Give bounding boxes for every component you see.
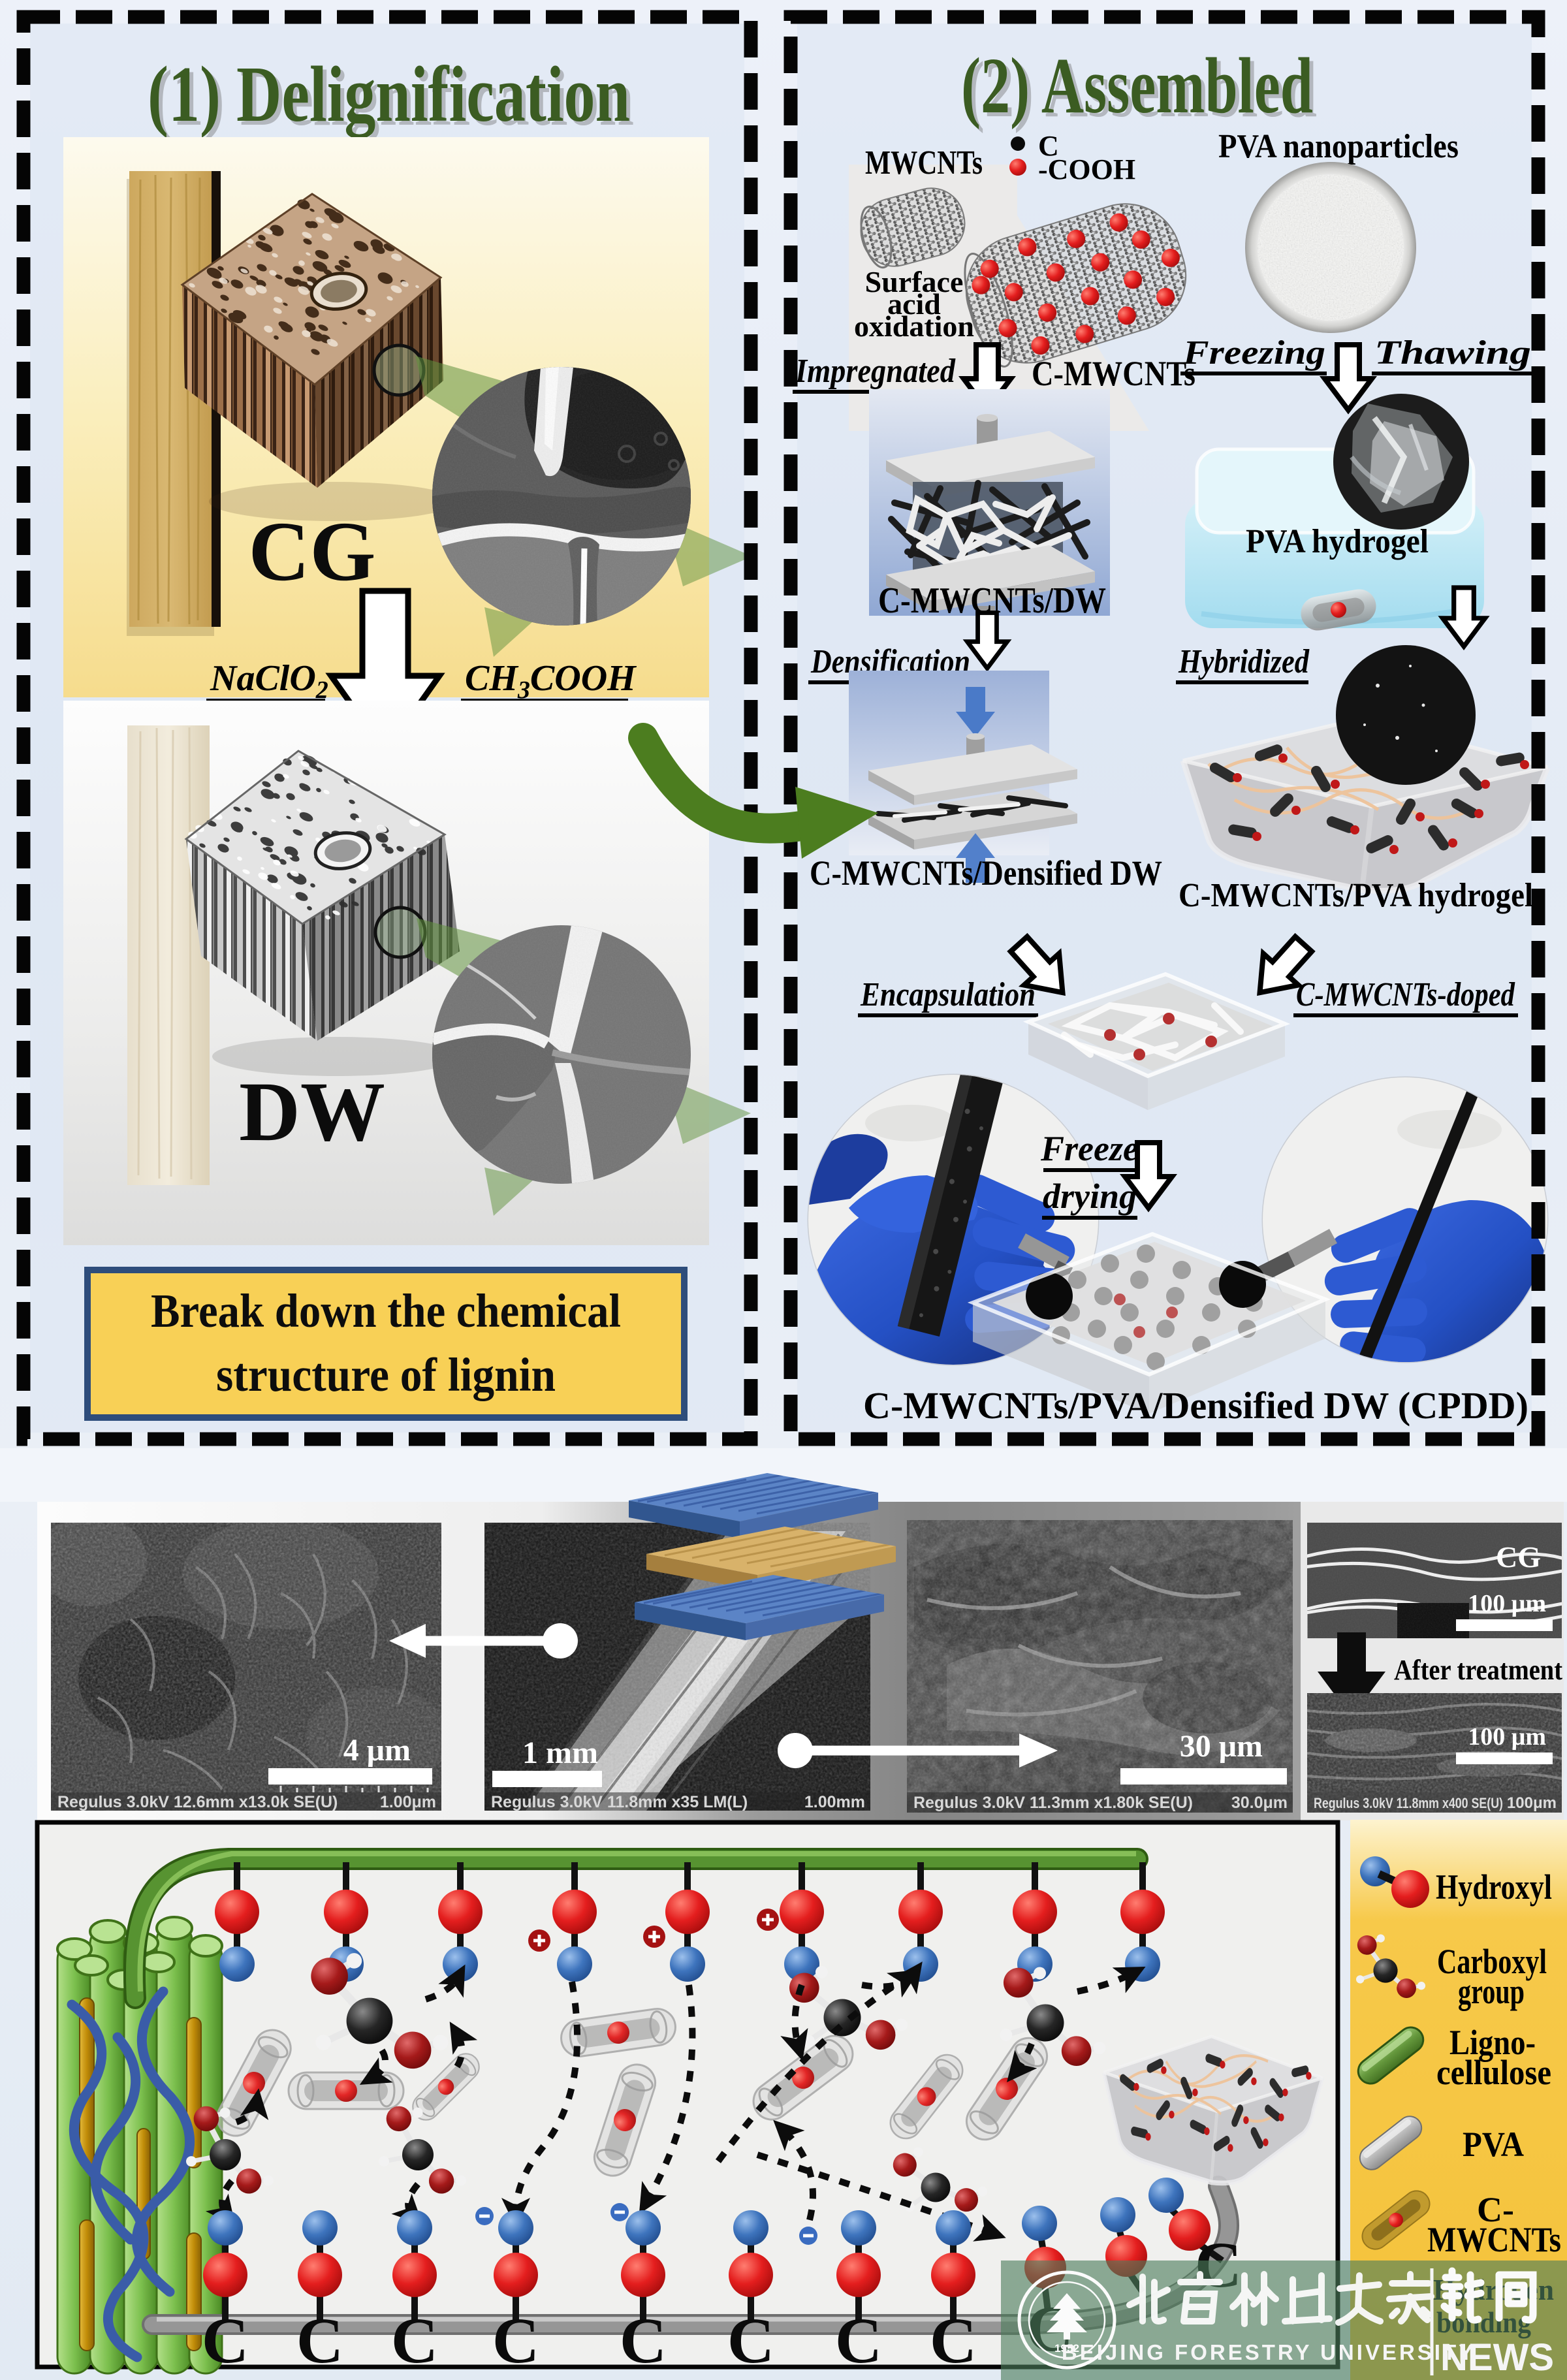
svg-text:CG: CG (1496, 1540, 1541, 1574)
svg-text:DW: DW (239, 1065, 385, 1159)
svg-text:BEIJING FORESTRY UNIVERSITY: BEIJING FORESTRY UNIVERSITY (1062, 2340, 1476, 2364)
svg-text:CH3COOH: CH3COOH (465, 658, 637, 704)
svg-text:C: C (296, 2304, 343, 2377)
svg-text:C: C (727, 2304, 774, 2377)
svg-text:Freezing: Freezing (1182, 334, 1325, 372)
svg-text:MWCNTs: MWCNTs (865, 144, 983, 182)
svg-text:Regulus 3.0kV 12.6mm x13.0k SE: Regulus 3.0kV 12.6mm x13.0k SE(U) (57, 1793, 338, 1811)
svg-text:(2) Assembled: (2) Assembled (961, 42, 1313, 130)
svg-text:cellulose: cellulose (1436, 2053, 1551, 2092)
svg-text:Regulus 3.0kV 11.8mm x400 SE(U: Regulus 3.0kV 11.8mm x400 SE(U) (1314, 1795, 1503, 1811)
svg-text:(2) Assembled: (2) Assembled (965, 46, 1317, 134)
svg-text:Encapsulation: Encapsulation (860, 976, 1036, 1013)
svg-text:C: C (930, 2304, 977, 2377)
svg-text:-COOH: -COOH (1038, 153, 1135, 185)
svg-text:Thawing: Thawing (1374, 334, 1531, 372)
svg-text:1952: 1952 (1054, 2342, 1079, 2355)
svg-text:Regulus 3.0kV 11.3mm x1.80k SE: Regulus 3.0kV 11.3mm x1.80k SE(U) (913, 1794, 1193, 1812)
svg-text:(1) Delignification: (1) Delignification (151, 54, 634, 142)
svg-text:Freeze: Freeze (1040, 1129, 1139, 1168)
svg-text:PVA: PVA (1463, 2125, 1524, 2164)
svg-text:acid: acid (887, 287, 941, 321)
svg-text:PVA nanoparticles: PVA nanoparticles (1218, 128, 1459, 165)
svg-text:Break down the chemical: Break down the chemical (151, 1284, 621, 1337)
svg-text:CG: CG (249, 505, 376, 599)
svg-text:1.00μm: 1.00μm (380, 1793, 436, 1811)
svg-text:4 μm: 4 μm (343, 1733, 411, 1768)
svg-text:group: group (1458, 1972, 1525, 2011)
svg-text:100 μm: 100 μm (1468, 1723, 1546, 1751)
svg-text:Ligno-: Ligno- (1449, 2023, 1536, 2062)
svg-text:C: C (391, 2304, 438, 2377)
svg-text:C-MWCNTs/Densified DW: C-MWCNTs/Densified DW (810, 853, 1162, 893)
svg-text:drying: drying (1043, 1177, 1137, 1216)
svg-text:NEWS: NEWS (1440, 2336, 1554, 2379)
svg-text:NaClO2: NaClO2 (210, 658, 328, 704)
svg-text:C: C (1038, 130, 1059, 162)
svg-text:C: C (835, 2304, 882, 2377)
svg-text:PVA hydrogel: PVA hydrogel (1246, 523, 1429, 560)
svg-text:Surface: Surface (865, 265, 964, 298)
svg-text:C-MWCNTs/PVA hydrogel: C-MWCNTs/PVA hydrogel (1179, 877, 1533, 914)
svg-text:Hybridized: Hybridized (1178, 643, 1310, 680)
svg-text:MWCNTs: MWCNTs (1427, 2220, 1561, 2259)
svg-text:C: C (620, 2304, 667, 2377)
svg-text:C-: C- (1477, 2190, 1514, 2229)
svg-text:Regulus 3.0kV 11.8mm x35 LM(L): Regulus 3.0kV 11.8mm x35 LM(L) (491, 1793, 748, 1811)
svg-text:Impregnated: Impregnated (795, 353, 956, 390)
svg-text:structure of lignin: structure of lignin (216, 1348, 556, 1401)
svg-text:100μm: 100μm (1507, 1794, 1557, 1812)
svg-text:C-MWCNTs: C-MWCNTs (1032, 354, 1195, 393)
svg-text:C-MWCNTs/PVA/Densified DW (CPD: C-MWCNTs/PVA/Densified DW (CPDD) (863, 1384, 1528, 1427)
svg-text:oxidation: oxidation (854, 309, 974, 343)
svg-text:1.00mm: 1.00mm (804, 1793, 865, 1811)
svg-text:1 mm: 1 mm (522, 1736, 598, 1770)
svg-text:C-MWCNTs-doped: C-MWCNTs-doped (1296, 976, 1515, 1013)
svg-text:30.0μm: 30.0μm (1231, 1794, 1288, 1812)
svg-text:30 μm: 30 μm (1180, 1729, 1263, 1764)
svg-text:After treatment: After treatment (1394, 1654, 1562, 1686)
svg-text:(1) Delignification: (1) Delignification (148, 50, 630, 138)
svg-text:C: C (492, 2304, 539, 2377)
svg-text:Carboxyl: Carboxyl (1437, 1942, 1547, 1981)
svg-text:C: C (202, 2304, 249, 2377)
svg-text:Hydroxyl: Hydroxyl (1436, 1867, 1552, 1907)
svg-text:100 μm: 100 μm (1468, 1590, 1546, 1617)
